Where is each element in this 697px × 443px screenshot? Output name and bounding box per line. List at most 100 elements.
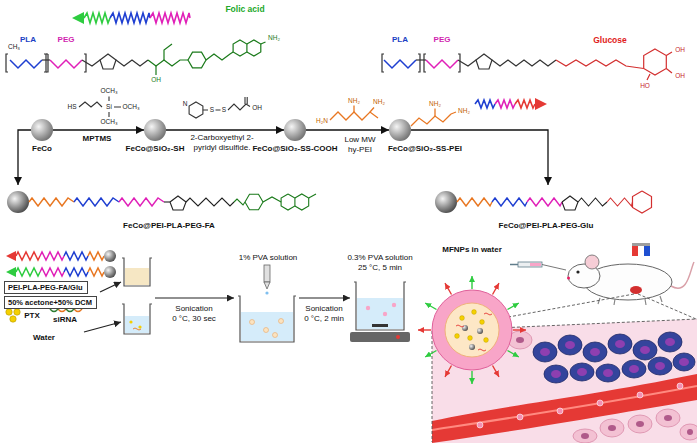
nanoparticle — [471, 276, 472, 289]
polymer-chain — [633, 191, 652, 213]
pla-peg-glu-structure — [424, 54, 460, 72]
atom-label: HO — [640, 82, 650, 90]
beaker — [125, 316, 149, 333]
tumor-tissue — [596, 364, 620, 382]
polymer-arrows — [88, 268, 104, 276]
polymer-arrow — [110, 13, 150, 23]
polymer-arrows — [6, 267, 16, 277]
polymer-arrows — [40, 252, 64, 260]
beaker — [122, 304, 152, 334]
reaction-arrow — [166, 129, 284, 130]
ptx-molecules — [10, 316, 16, 322]
beaker — [138, 325, 141, 328]
polymer-arrow — [475, 98, 547, 110]
tumor-tissue — [648, 357, 672, 375]
polymer-chain — [245, 194, 263, 210]
pla-peg-fa-structure — [10, 60, 42, 68]
atom-label: S — [222, 106, 226, 114]
nanoparticle — [484, 313, 492, 315]
tumor-tissue — [544, 365, 568, 383]
tumor-tissue — [540, 348, 550, 356]
pla-peg-fa-structure — [206, 52, 233, 60]
stirrer-beaker — [350, 282, 410, 342]
mptms-structure — [79, 102, 102, 107]
reagent-label: Low MW hy-PEI — [340, 135, 380, 154]
molecule-label: Glucose — [593, 35, 627, 45]
polymer-arrows — [88, 252, 104, 260]
polymer-arrow — [475, 100, 495, 108]
molecule-label: Folic acid — [225, 4, 264, 14]
pei-structure — [330, 106, 378, 121]
tumor-tissue — [597, 400, 603, 406]
nanoparticle — [455, 310, 489, 343]
polymer-label: PEG — [434, 35, 451, 45]
pipette — [264, 265, 270, 282]
tumor-tissue — [581, 433, 589, 439]
polymer-arrows — [64, 252, 88, 260]
polymer-chain — [309, 194, 316, 198]
pei-branch — [411, 114, 451, 126]
stirrer-beaker — [396, 335, 400, 339]
nanoparticle-core — [435, 191, 457, 213]
pla-peg-glu-structure — [382, 54, 420, 72]
polymer-chain — [295, 194, 309, 210]
pla-peg-fa-structure — [42, 59, 50, 60]
pla-peg-fa-structure — [261, 42, 266, 44]
nanoparticle — [462, 325, 468, 331]
tumor-tissue — [655, 362, 665, 370]
pla-peg-fa-structure — [100, 54, 116, 69]
polymer-chain — [186, 198, 234, 206]
polymer-arrow — [150, 13, 190, 23]
polymer-arrows — [16, 268, 40, 276]
tumor-tissue — [628, 415, 652, 433]
node-label: FeCo@SiO₂-SH — [126, 144, 185, 154]
solvent-box: 50% acetone+50% DCM — [4, 296, 97, 309]
nanoparticle — [472, 310, 477, 315]
beaker — [122, 258, 152, 286]
tumor-tissue — [477, 383, 683, 428]
beaker — [250, 320, 255, 325]
atom-label: NH₂ — [458, 107, 470, 115]
reagent-label: MPTMS — [72, 134, 122, 144]
process-arrow — [299, 297, 350, 298]
tumor-tissue — [636, 421, 644, 427]
stirrer-beaker — [366, 306, 370, 310]
nanoparticle — [425, 303, 436, 310]
nanoparticle — [425, 351, 436, 358]
process-label: Water — [33, 333, 55, 343]
node-label: PEI-PLA-PEG-FA/Glu — [8, 283, 84, 292]
pipette — [264, 282, 270, 289]
atom-label: NH₂ — [373, 98, 385, 106]
atom-label: OH — [675, 72, 685, 80]
polymer-arrow — [535, 98, 547, 110]
pla-peg-glu-structure — [384, 60, 416, 68]
tumor-tissue — [677, 383, 683, 389]
tumor-tissue — [615, 340, 625, 348]
atom-label: NH₂ — [268, 34, 280, 42]
process-label: MFNPs in water — [442, 245, 502, 255]
tumor-tissue — [603, 369, 613, 377]
reaction-arrow — [306, 129, 389, 130]
polymer-label: PLA — [20, 35, 36, 45]
mouse — [585, 255, 599, 269]
nanoparticle — [445, 366, 452, 377]
tumor-tissue — [557, 408, 563, 414]
pla-peg-fa-structure — [6, 54, 46, 72]
pipette — [265, 291, 268, 294]
polymer-arrow — [515, 100, 535, 108]
tumor-tissue — [565, 341, 575, 349]
tumor-tissue — [558, 335, 582, 355]
polymer-chain — [170, 196, 186, 210]
atom-label: Si — [106, 103, 112, 111]
pla-peg-glu-structure — [556, 60, 644, 69]
tumor-tissue — [477, 422, 483, 428]
syringe — [510, 262, 566, 270]
beaker — [238, 296, 296, 342]
polymer-chain — [29, 198, 74, 206]
atom-label: OCH₃ — [100, 87, 117, 95]
syringe — [518, 262, 542, 267]
process-arrow — [84, 322, 121, 332]
nanoparticle — [508, 303, 519, 310]
polymer-chain — [263, 197, 281, 202]
